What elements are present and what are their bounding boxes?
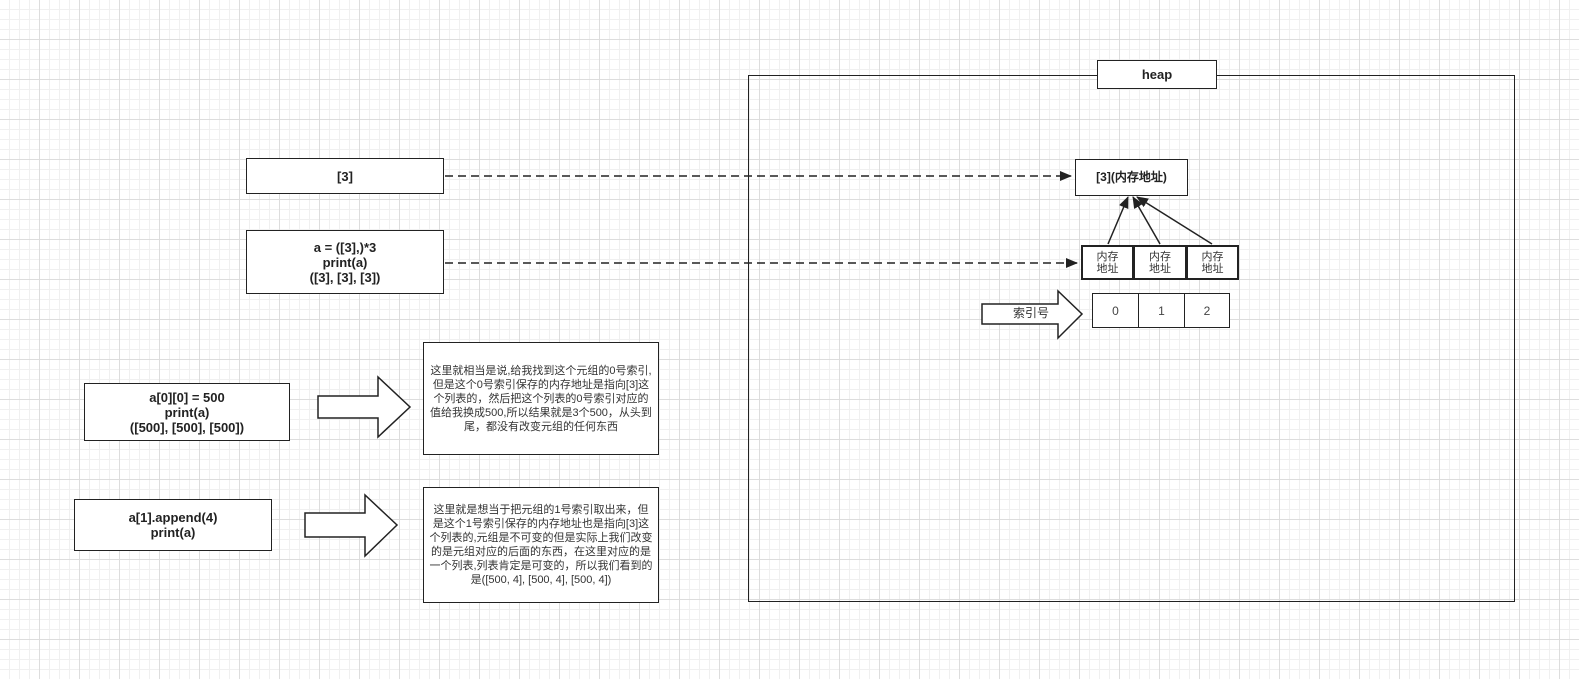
ref-arrow-0	[1107, 196, 1129, 245]
assign-explanation-note: 这里就相当是说,给我找到这个元组的0号索引,但是这个0号索引保存的内存地址是指向…	[423, 342, 659, 455]
index-cell-2: 2	[1184, 293, 1230, 328]
tuple-cell-0: 内存 地址	[1081, 245, 1134, 280]
tuple-cell-2: 内存 地址	[1186, 245, 1239, 280]
index-cell-1: 1	[1138, 293, 1185, 328]
append-box: a[1].append(4) print(a)	[74, 499, 272, 551]
ref-arrow-1	[1132, 196, 1161, 245]
append-explanation-note: 这里就是想当于把元组的1号索引取出来，但是这个1号索引保存的内存地址也是指向[3…	[423, 487, 659, 603]
append-block-arrow	[304, 493, 399, 558]
heap-title: heap	[1097, 60, 1217, 89]
list-address-box: [3](内存地址)	[1075, 159, 1188, 196]
index-cell-0: 0	[1092, 293, 1139, 328]
index-label: 索引号	[1012, 306, 1049, 320]
assign-block-arrow	[317, 375, 412, 439]
tuple-definition-box: a = ([3],)*3 print(a) ([3], [3], [3])	[246, 230, 444, 294]
list-literal-box: [3]	[246, 158, 444, 194]
index-block-arrow	[981, 289, 1084, 340]
tuple-cell-1: 内存 地址	[1133, 245, 1187, 280]
index-assign-box: a[0][0] = 500 print(a) ([500], [500], [5…	[84, 383, 290, 441]
ref-arrow-2	[1136, 196, 1213, 245]
